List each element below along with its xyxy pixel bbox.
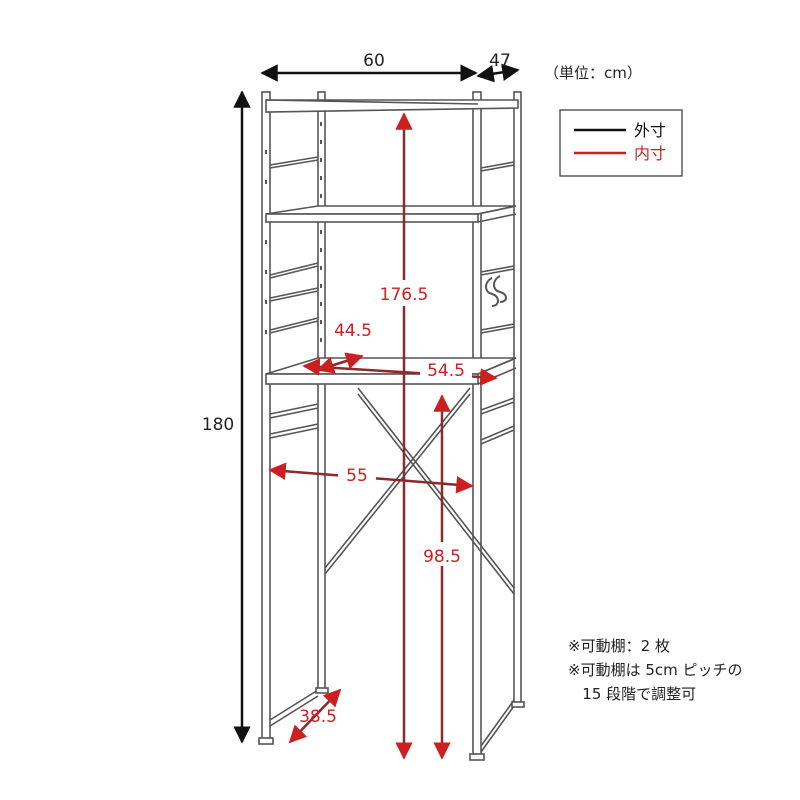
adjustment-holes bbox=[265, 122, 322, 342]
right-side-rungs bbox=[480, 161, 515, 753]
s-hooks bbox=[485, 275, 507, 307]
outer-dimension-arrows bbox=[233, 63, 520, 744]
outer-height-label: 180 bbox=[202, 415, 234, 435]
inner-height-label: 176.5 bbox=[380, 285, 429, 305]
note-line-3: 15 段階で調整可 bbox=[568, 685, 697, 703]
rack-illustration bbox=[258, 91, 525, 761]
back-right-post bbox=[513, 91, 522, 705]
outer-depth-label: 47 bbox=[489, 51, 511, 71]
back-left-post bbox=[317, 91, 326, 693]
inner-shelf-depth-arrow bbox=[316, 352, 364, 374]
left-side-rungs bbox=[269, 156, 319, 727]
foot-front-left bbox=[258, 737, 274, 745]
inner-shelf-width-label: 54.5 bbox=[427, 361, 465, 381]
upper-shelf bbox=[265, 205, 517, 223]
front-left-post bbox=[261, 91, 271, 741]
legend-outer-label: 外寸 bbox=[634, 121, 666, 140]
outer-width-label: 60 bbox=[363, 51, 385, 71]
foot-depth-label: 38.5 bbox=[299, 707, 337, 727]
label-bg-inner-height bbox=[352, 280, 456, 306]
foot-depth-arrow bbox=[288, 688, 342, 744]
foot-front-right bbox=[469, 753, 485, 761]
legend-box bbox=[559, 109, 683, 177]
note-line-2: ※可動棚は 5cm ピッチの bbox=[568, 661, 743, 679]
label-bg-bottom-height bbox=[418, 542, 468, 566]
label-bg-shelf-width bbox=[420, 360, 472, 380]
front-right-post bbox=[472, 91, 482, 757]
foot-back-right bbox=[511, 701, 525, 708]
inner-shelf-depth-label: 44.5 bbox=[334, 321, 372, 341]
inner-bottom-height-label: 98.5 bbox=[423, 547, 461, 567]
foot-back-left bbox=[315, 687, 329, 694]
legend: 外寸 内寸 bbox=[559, 109, 683, 177]
outer-depth-arrow bbox=[476, 63, 520, 83]
inner-bottom-width-label: 55 bbox=[346, 466, 368, 486]
notes: ※可動棚：2 枚 ※可動棚は 5cm ピッチの 15 段階で調整可 bbox=[568, 634, 743, 706]
note-line-1: ※可動棚：2 枚 bbox=[568, 637, 670, 655]
unit-label: （単位：cm） bbox=[544, 64, 642, 82]
legend-inner-label: 内寸 bbox=[634, 144, 666, 163]
label-bg-bottom-width bbox=[338, 462, 376, 484]
